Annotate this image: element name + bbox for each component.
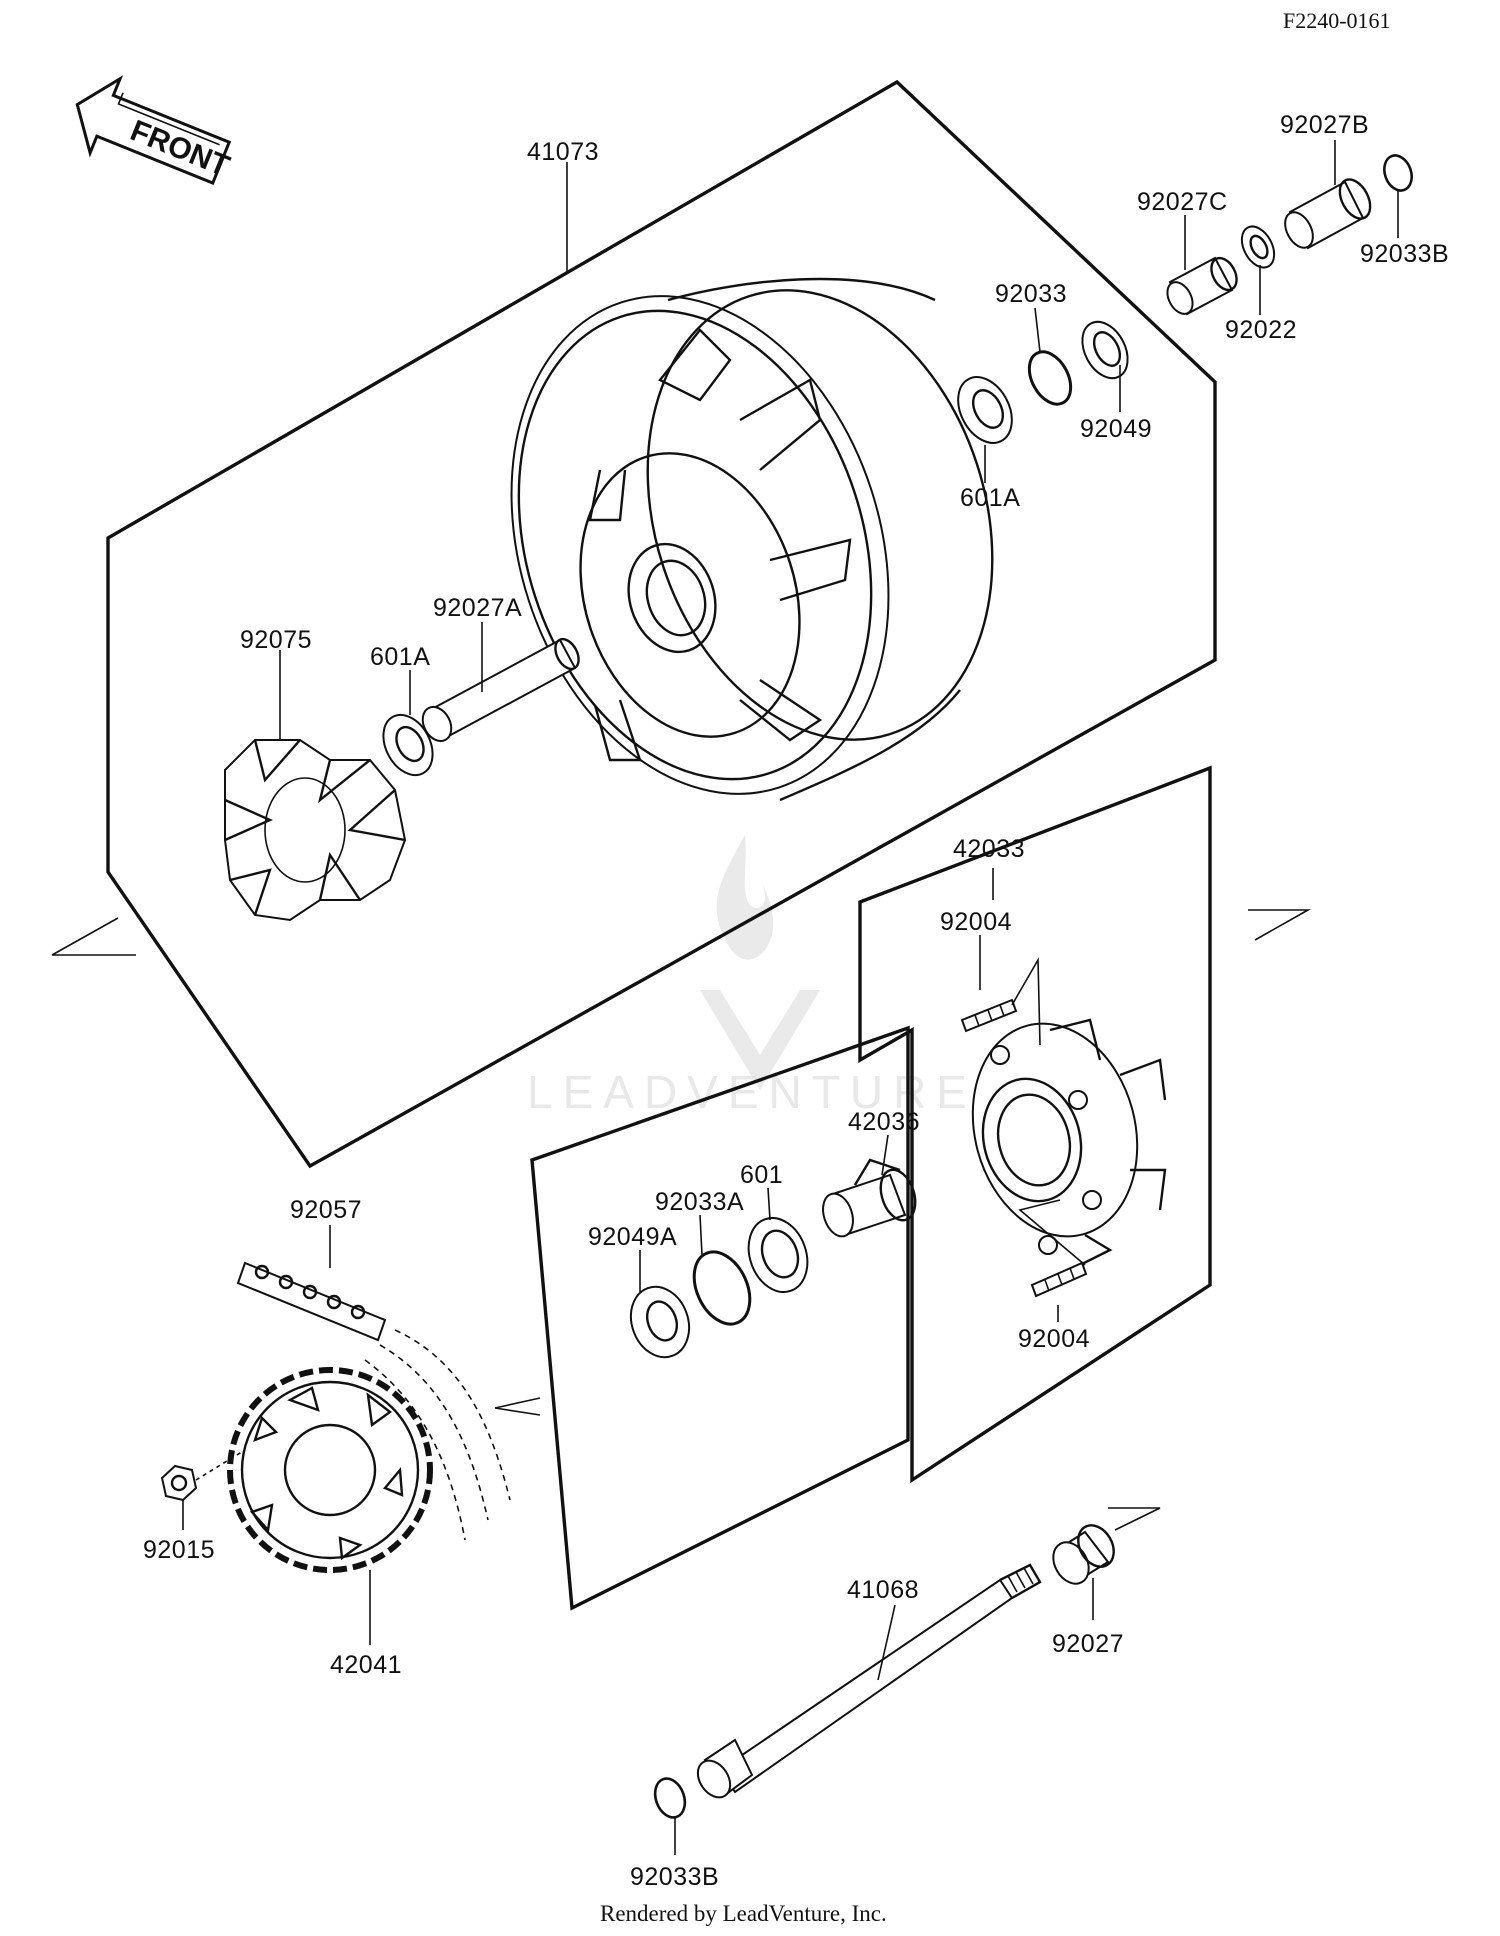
label-601A-left: 601A [370,643,430,671]
label-92057: 92057 [290,1196,362,1224]
circlip-92033B-top [1383,154,1413,192]
label-92027B: 92027B [1280,111,1369,139]
footer-credit: Rendered by LeadVenture, Inc. [600,1901,887,1926]
stud-92004-top [960,998,1018,1033]
bearing-ref-mark [494,1397,541,1416]
nut-leader [195,1449,246,1481]
label-92033B-bottom: 92033B [630,1863,719,1891]
watermark-text: LEADVENTURE [527,1066,977,1118]
seal-92049 [1081,320,1129,380]
label-92033A: 92033A [655,1188,744,1216]
watermark-logo-icon [700,835,820,1090]
bearing-601A-left [382,713,434,777]
label-42041: 42041 [330,1651,402,1679]
label-92015: 92015 [143,1536,215,1564]
axle-ref-mark [1108,1507,1161,1531]
leader-lines [182,140,1399,1855]
collar-92027C [1166,256,1238,316]
wheel-assembly-frame [106,79,1217,1169]
label-92033B-top: 92033B [1360,240,1449,268]
stud-top-leader [1011,957,1041,1046]
rear-sprocket-42041 [227,1367,433,1573]
label-42036: 42036 [848,1108,920,1136]
front-label: FRONT [126,114,234,183]
diagram-code: F2240-0161 [1283,8,1391,33]
label-92049A: 92049A [588,1223,677,1251]
rear-wheel-rim [510,277,994,802]
bearing-group-frame [530,1025,910,1611]
front-arrow-icon: FRONT [75,75,234,185]
label-601A-top: 601A [960,484,1020,512]
circlip-92033B-bottom [653,1777,687,1819]
bearing-601A-top [957,376,1013,444]
axle-41068 [696,1563,1042,1799]
label-92022: 92022 [1225,316,1297,344]
drive-chain-92057 [236,1261,511,1541]
collar-92027 [1052,1524,1115,1585]
stud-bottom-leader [1018,1199,1086,1266]
circlip-92033A [692,1250,752,1326]
collar-42036 [822,1158,917,1238]
stud-92004-bottom [1030,1261,1088,1298]
label-92027: 92027 [1052,1630,1124,1658]
collar-92027B [1284,178,1372,250]
label-92004-bottom: 92004 [1018,1325,1090,1353]
washer-92022 [1240,225,1276,269]
circlip-92033 [1027,350,1073,406]
label-92004-top: 92004 [940,908,1012,936]
label-92075: 92075 [240,626,312,654]
label-92033: 92033 [995,280,1067,308]
hub-assembly-frame [858,765,1212,1484]
hub-ref-mark [1248,909,1312,941]
sprocket-hub-42033 [971,1018,1167,1267]
label-601: 601 [740,1161,783,1189]
label-42033: 42033 [953,835,1025,863]
label-92027C: 92027C [1137,188,1228,216]
label-41068: 41068 [847,1576,919,1604]
nut-92015 [160,1464,198,1502]
seal-92049A [629,1285,691,1359]
frame-ref-mark [51,917,136,956]
label-41073: 41073 [527,138,599,166]
label-92049: 92049 [1080,415,1152,443]
axle-sleeve-92027A [421,637,580,743]
label-92027A: 92027A [433,594,522,622]
damper-92075 [224,739,407,922]
bearing-601 [747,1217,809,1293]
